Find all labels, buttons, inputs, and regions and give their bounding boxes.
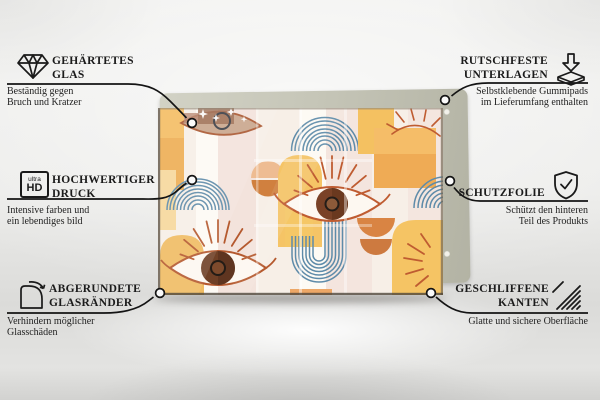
mounting-hole — [443, 108, 450, 115]
semicircle-light — [251, 161, 285, 178]
callout-title-protective-film: SCHUTZFOLIE — [458, 187, 545, 199]
callout-desc-protective-film: Schützt den hinteren Teil des Produkts — [505, 205, 588, 227]
callout-desc-anti-slip: Selbstklebende Gummipads im Lieferumfang… — [476, 86, 588, 108]
callout-title-anti-slip: RUTSCHFESTE UNTERLAGEN — [460, 55, 548, 81]
semicircle-dark — [251, 180, 285, 197]
eye-bottom-left — [160, 219, 277, 286]
blue-arch-top — [290, 116, 360, 152]
hatched-edge-icon — [551, 280, 583, 312]
ultra-hd-icon-label-top: ultra — [28, 175, 41, 183]
callout-title-tempered-glass: GEHÄRTETES GLAS — [52, 55, 134, 81]
mounting-hole — [444, 250, 451, 257]
eye-top-left — [179, 108, 263, 136]
ultra-hd-icon-label-bottom: HD — [26, 181, 43, 194]
pad-arrow-icon — [555, 52, 587, 86]
yellow-blob — [392, 220, 443, 295]
sparkle-glints — [198, 108, 248, 123]
window-reflection — [254, 108, 372, 295]
callout-title-rounded-edges: ABGERUNDETE GLASRÄNDER — [49, 283, 142, 309]
shield-check-icon — [552, 170, 580, 200]
callout-title-polished-edges: GESCHLIFFENE KANTEN — [455, 283, 549, 309]
glass-board — [158, 108, 443, 295]
callout-title-hd-print: HOCHWERTIGER DRUCK — [52, 174, 155, 200]
product-artwork — [158, 108, 443, 295]
blue-arch-right — [413, 176, 443, 209]
product-photo — [154, 88, 473, 303]
rounded-corner-icon — [15, 280, 47, 312]
callout-desc-polished-edges: Glatte und sichere Oberfläche — [468, 316, 588, 327]
partial-eye-top-right — [386, 108, 441, 137]
callout-desc-rounded-edges: Verhindern möglicher Glasschäden — [7, 316, 95, 338]
blue-j-shape — [291, 206, 347, 283]
eye-center — [273, 155, 391, 222]
product-shadow — [154, 294, 448, 303]
diamond-icon — [16, 52, 50, 80]
ultra-hd-icon: ultra HD — [20, 171, 49, 198]
partial-eye-bottom-right — [403, 233, 431, 287]
callout-desc-hd-print: Intensive farben und ein lebendiges bild — [7, 205, 90, 227]
callout-desc-tempered-glass: Beständig gegen Bruch und Kratzer — [7, 86, 82, 108]
